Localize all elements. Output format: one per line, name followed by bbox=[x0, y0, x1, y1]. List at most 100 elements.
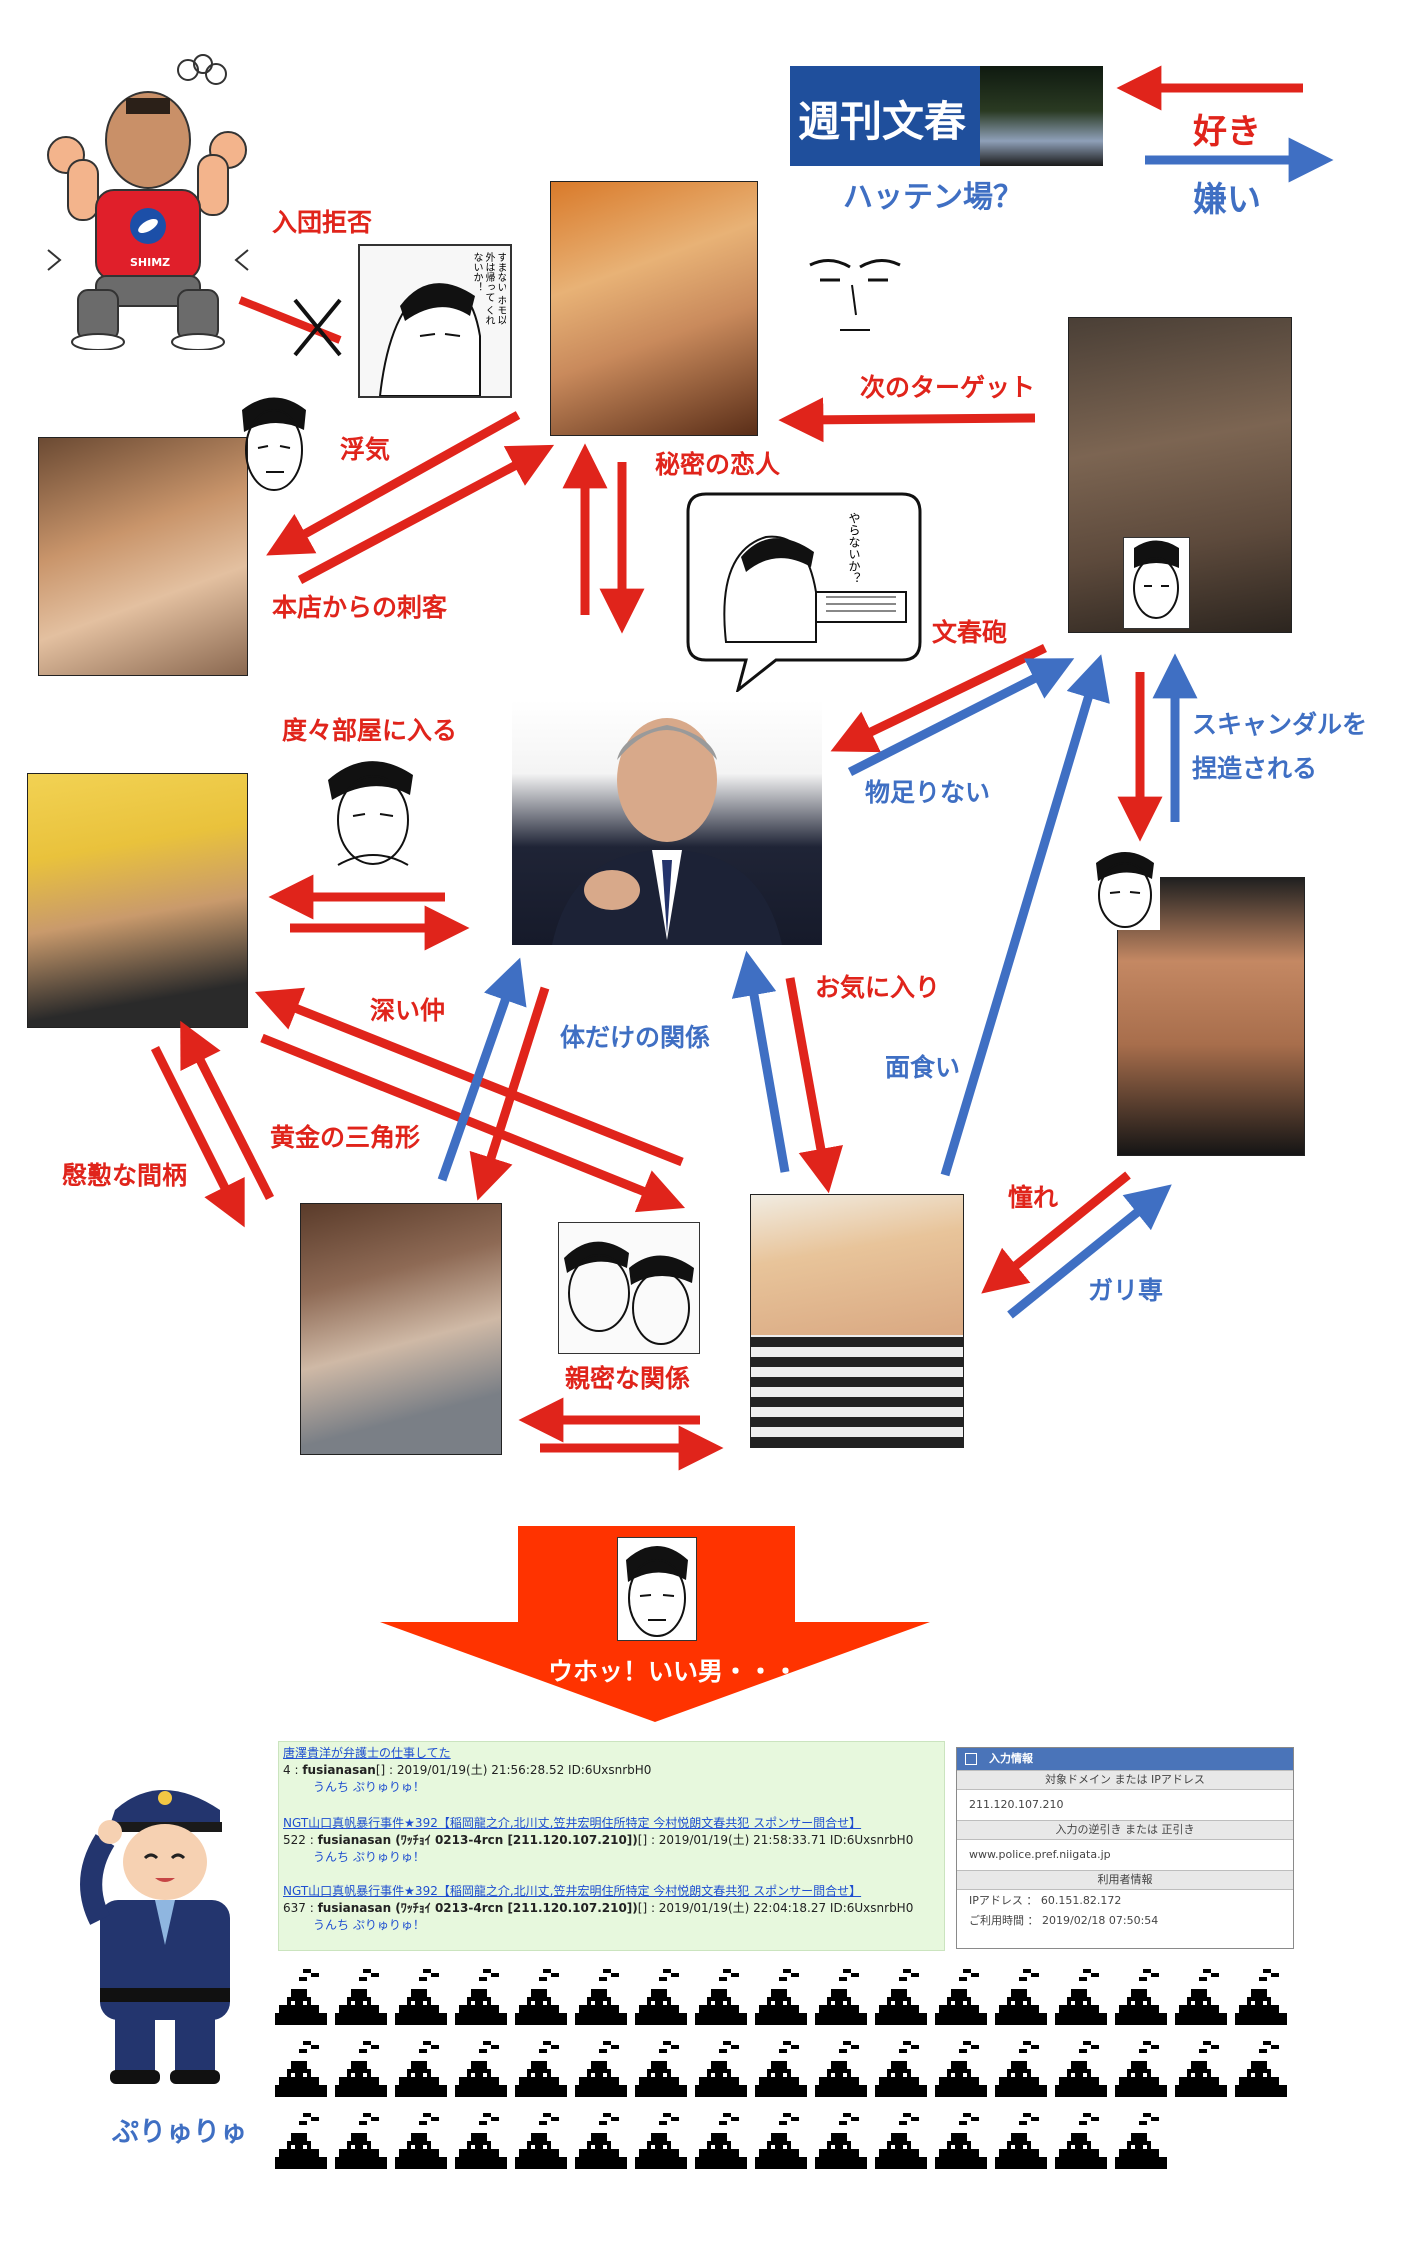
manga-caption: すまない ホモ以外は帰って くれないか！ bbox=[471, 252, 506, 326]
bbs-post-panel: 唐澤貴洋が弁護士の仕事してた 4 : fusianasan[] : 2019/0… bbox=[278, 1741, 945, 1951]
photo-man-striped-shirt bbox=[750, 1194, 964, 1448]
poop-icon bbox=[395, 1969, 447, 2025]
arrow-honten bbox=[297, 444, 555, 584]
poop-icon bbox=[1115, 2113, 1167, 2169]
poop-icon bbox=[695, 1969, 747, 2025]
poop-icon bbox=[755, 2041, 807, 2097]
arrow-karada-blue bbox=[437, 957, 527, 1182]
bbs-post-name: fusianasan bbox=[302, 1763, 376, 1777]
poop-icon bbox=[695, 2041, 747, 2097]
poop-icon bbox=[635, 1969, 687, 2025]
bbs-post-meta: [] : 2019/01/19(土) 21:58:33.71 ID:6Uxsnr… bbox=[637, 1833, 914, 1847]
label-nyudan-kyohi: 入団拒否 bbox=[272, 208, 373, 237]
poop-icon bbox=[935, 1969, 987, 2025]
photo-businessman-center bbox=[512, 700, 822, 945]
manga-face-icon-small bbox=[1123, 537, 1190, 629]
label-akogare: 憧れ bbox=[1008, 1183, 1059, 1212]
muscle-man-illustration: SHIMZ bbox=[38, 50, 258, 351]
manga-face-uwaki bbox=[234, 390, 312, 498]
arrow-ingin-down bbox=[150, 1045, 245, 1228]
arrow-okiniiri-blue bbox=[731, 950, 790, 1173]
arrow-karada-red bbox=[469, 986, 550, 1201]
label-scandal-1: スキャンダルを bbox=[1192, 710, 1368, 739]
label-monotarinai: 物足りない bbox=[865, 778, 991, 807]
bbs-post-name: fusianasan (ﾜｯﾁｮｲ 0213-4rcn [211.120.107… bbox=[317, 1833, 638, 1847]
poop-icon bbox=[395, 2113, 447, 2169]
label-okiniiri: お気に入り bbox=[815, 973, 941, 1002]
poop-icon bbox=[755, 2113, 807, 2169]
bbs-post-body: うんち ぷりゅりゅ！ bbox=[313, 1918, 425, 1932]
arrow-bunshun bbox=[830, 643, 1047, 753]
poop-icon bbox=[515, 2113, 567, 2169]
bbs-post-name: fusianasan (ﾜｯﾁｮｲ 0213-4rcn [211.120.107… bbox=[317, 1901, 638, 1915]
bbs-thread-title[interactable]: NGT山口真帆暴行事件★392【稲岡龍之介,北川丈,笠井宏明住所特定 今村悦朗文… bbox=[283, 1884, 862, 1898]
poop-icon bbox=[875, 2041, 927, 2097]
label-karada: 体だけの関係 bbox=[560, 1023, 711, 1052]
manga-panel-refusal: すまない ホモ以外は帰って くれないか！ bbox=[358, 244, 512, 398]
ip-value: 211.120.107.210 bbox=[969, 1798, 1064, 1811]
label-ingin: 慇懃な間柄 bbox=[62, 1161, 188, 1190]
poop-icon bbox=[1235, 1969, 1287, 2025]
poop-icon bbox=[995, 1969, 1047, 2025]
ip-user-ip: IPアドレス ： 60.151.82.172 bbox=[969, 1894, 1122, 1907]
label-scandal-2: 捏造される bbox=[1192, 754, 1318, 783]
arrow-akogare bbox=[981, 1171, 1131, 1294]
bbs-post: NGT山口真帆暴行事件★392【稲岡龍之介,北川丈,笠井宏明住所特定 今村悦朗文… bbox=[283, 1884, 914, 1932]
speech-bubble-manga: やらないか？ bbox=[686, 492, 922, 694]
bbs-post-body: うんち ぷりゅりゅ！ bbox=[313, 1850, 425, 1864]
arrow-uwaki bbox=[266, 411, 521, 556]
ip-reverse-value: www.police.pref.niigata.jp bbox=[969, 1848, 1111, 1861]
poop-icon bbox=[515, 2041, 567, 2097]
bbs-thread-title[interactable]: NGT山口真帆暴行事件★392【稲岡龍之介,北川丈,笠井宏明住所特定 今村悦朗文… bbox=[283, 1816, 862, 1830]
arrow-menkui bbox=[940, 654, 1110, 1177]
poop-icon bbox=[815, 1969, 867, 2025]
ip-lookup-panel: 入力情報 対象ドメイン または IPアドレス 211.120.107.210 入… bbox=[956, 1747, 1294, 1949]
label-fukai-naka: 深い仲 bbox=[370, 996, 446, 1025]
poop-icon bbox=[1055, 2113, 1107, 2169]
bbs-post-meta: [] : 2019/01/19(土) 22:04:18.27 ID:6Uxsnr… bbox=[637, 1901, 914, 1915]
magazine-title: 週刊文春 bbox=[798, 97, 967, 146]
legend-like-label: 好き bbox=[1193, 112, 1261, 152]
label-dodo-heya: 度々部屋に入る bbox=[282, 716, 458, 745]
poop-icon bbox=[755, 1969, 807, 2025]
poop-icon bbox=[515, 1969, 567, 2025]
police-officer-illustration bbox=[70, 1770, 250, 2090]
bbs-post: NGT山口真帆暴行事件★392【稲岡龍之介,北川丈,笠井宏明住所特定 今村悦朗文… bbox=[283, 1816, 914, 1864]
arrow-ingin-up bbox=[180, 1020, 275, 1201]
photo-man-with-phone bbox=[300, 1203, 502, 1455]
manga-face-room bbox=[318, 750, 428, 870]
ip-col-user: 利用者情報 bbox=[957, 1870, 1293, 1890]
bbs-post-number: 637 bbox=[283, 1901, 306, 1915]
poop-icon bbox=[815, 2041, 867, 2097]
arrow-monotarinai bbox=[847, 658, 1075, 777]
label-himitsu: 秘密の恋人 bbox=[655, 450, 781, 479]
ip-panel-header-text: 入力情報 bbox=[989, 1752, 1033, 1765]
ip-col-target: 対象ドメイン または IPアドレス bbox=[957, 1770, 1293, 1790]
poop-icon bbox=[995, 2113, 1047, 2169]
poop-icon bbox=[575, 1969, 627, 2025]
poop-icon bbox=[335, 2041, 387, 2097]
poop-icon bbox=[455, 2041, 507, 2097]
poop-icon bbox=[395, 2041, 447, 2097]
poop-icon bbox=[1175, 1969, 1227, 2025]
poop-icon bbox=[1115, 2041, 1167, 2097]
poop-icon bbox=[635, 2113, 687, 2169]
poop-icon bbox=[1235, 2041, 1287, 2097]
label-uwaki: 浮気 bbox=[340, 435, 391, 464]
poop-icon bbox=[1055, 1969, 1107, 2025]
police-caption: ぷりゅりゅ bbox=[112, 2117, 247, 2148]
poop-icon bbox=[575, 2113, 627, 2169]
bbs-post: 唐澤貴洋が弁護士の仕事してた 4 : fusianasan[] : 2019/0… bbox=[283, 1746, 652, 1794]
arrow-tsugi-target bbox=[778, 397, 1036, 443]
poop-icon bbox=[455, 2113, 507, 2169]
bbs-thread-title[interactable]: 唐澤貴洋が弁護士の仕事してた bbox=[283, 1746, 451, 1760]
magazine-banner: 週刊文春 bbox=[790, 66, 980, 166]
label-menkui: 面食い bbox=[885, 1053, 961, 1082]
label-honten: 本店からの刺客 bbox=[272, 593, 448, 622]
magazine-caption: ハッテン場？ bbox=[843, 180, 1023, 215]
manga-face-icon-lower bbox=[1090, 845, 1160, 930]
manga-face-shocked bbox=[800, 255, 910, 350]
big-arrow-text: ウホッ！いい男・・・ bbox=[548, 1657, 799, 1686]
arrow-okiniiri-red bbox=[785, 977, 843, 1194]
label-garisen: ガリ専 bbox=[1088, 1276, 1164, 1305]
